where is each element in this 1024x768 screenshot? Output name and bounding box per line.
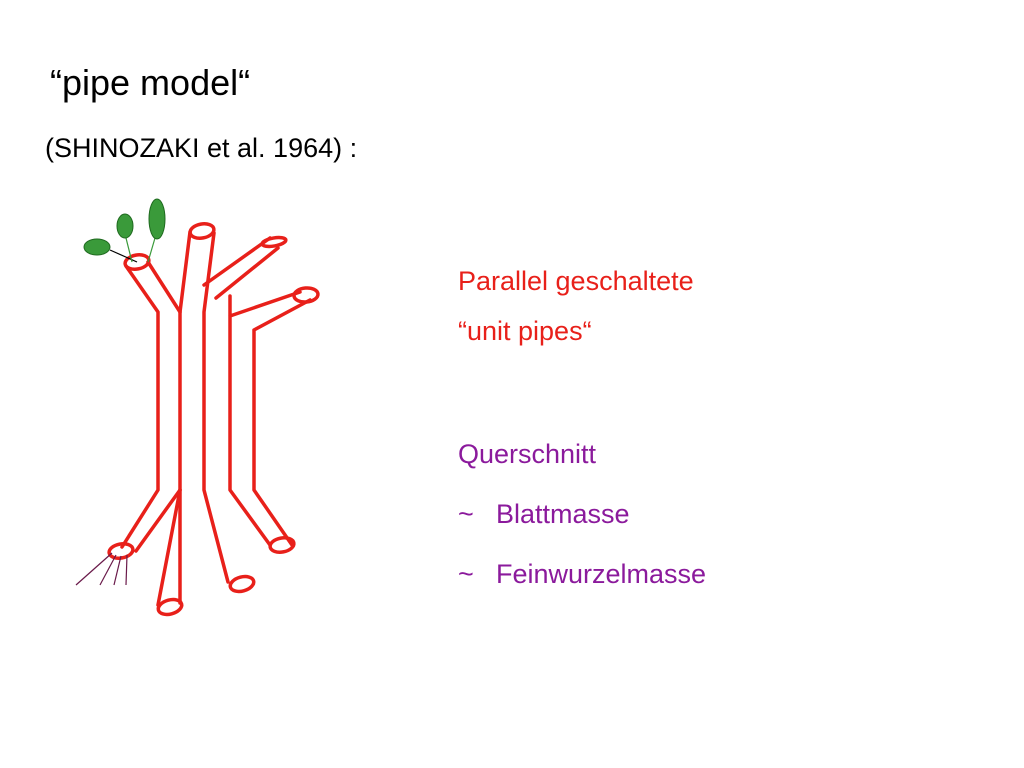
pipe-central-root [156, 488, 182, 607]
unit-pipes [107, 222, 320, 617]
leaf-icon [83, 238, 111, 256]
fine-roots [75, 552, 128, 586]
pipe-lower-right-top-opening [292, 286, 320, 304]
pipe-upper-right-opening [260, 235, 288, 249]
label-parallel-line1: Parallel geschaltete [458, 266, 694, 296]
page-title: “pipe model“ [50, 62, 251, 103]
pipe-right-root-opening [228, 574, 256, 594]
leaf-stalk [109, 249, 138, 263]
pipe-central-top-opening [188, 222, 216, 240]
label-fine-root-mass: Feinwurzelmasse [496, 559, 707, 589]
pipe-lower-right [228, 290, 312, 547]
pipe-left-bottom-opening [107, 542, 135, 560]
proportional-symbol: ~ [458, 559, 474, 589]
label-fine-root-mass-row: ~ Feinwurzelmasse [458, 559, 706, 590]
leaf-stalk [147, 237, 156, 263]
leaf-stalk [125, 237, 133, 263]
pipe-lower-right-bottom-opening [268, 536, 296, 554]
label-leaf-mass-row: ~ Blattmasse [458, 499, 630, 530]
label-parallel-line2: “unit pipes“ [458, 316, 592, 346]
label-cross-section: Querschnitt [458, 439, 597, 469]
label-leaf-mass: Blattmasse [496, 499, 630, 529]
leaf-icon [116, 213, 134, 239]
pipe-upper-right [202, 236, 280, 300]
citation-subtitle: (SHINOZAKI et al. 1964) : [45, 133, 358, 163]
pipe-left [120, 260, 182, 549]
leaves [83, 198, 166, 263]
leaf-icon [148, 198, 166, 240]
pipe-central-bottom-opening [156, 597, 184, 617]
proportional-symbol: ~ [458, 499, 474, 529]
pipe-left-lower [134, 488, 182, 553]
pipe-central [178, 230, 230, 605]
